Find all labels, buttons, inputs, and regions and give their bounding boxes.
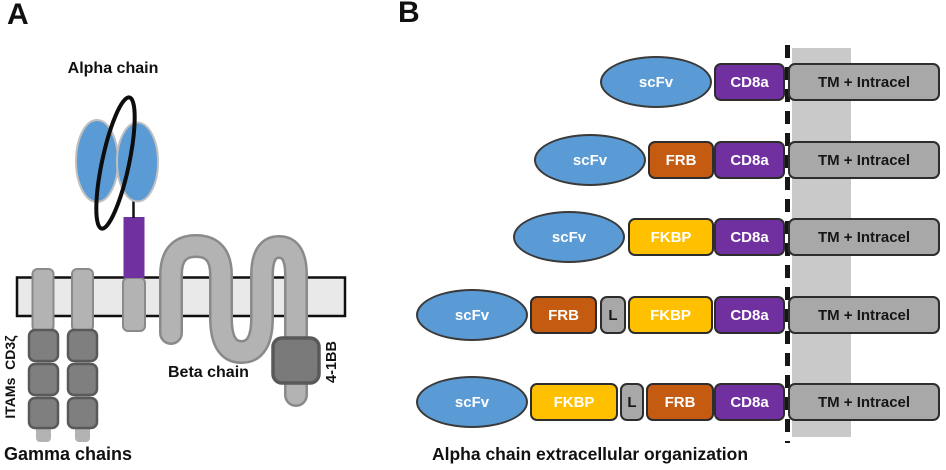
panel-b-label: B — [398, 0, 420, 29]
frb-block: FRB — [530, 296, 597, 334]
tm-intracel-block: TM + Intracel — [788, 141, 940, 179]
fkbp-block: FKBP — [628, 218, 714, 256]
itams-cd3z-label: ITAMs CD3ζ — [2, 335, 18, 419]
alpha-chain-label: Alpha chain — [67, 60, 159, 77]
itam-box — [66, 396, 99, 430]
itam-box — [27, 328, 60, 363]
scfv-ellipse: scFv — [416, 289, 528, 341]
itam-box — [66, 328, 99, 363]
panel-a-diagram — [15, 95, 347, 442]
frb-block: FRB — [646, 383, 714, 421]
alpha-chain-loop — [94, 95, 137, 231]
cd8a-block: CD8a — [714, 296, 785, 334]
scfv-ellipse: scFv — [513, 211, 625, 263]
4-1bb-label: 4-1BB — [324, 341, 340, 383]
beta-chain-label: Beta chain — [168, 364, 249, 381]
tm-intracel-block: TM + Intracel — [788, 218, 940, 256]
cd8a-block: CD8a — [714, 63, 785, 101]
panel-b-caption: Alpha chain extracellular organization — [431, 444, 749, 464]
scfv-ellipse: scFv — [534, 134, 646, 186]
co-stim-4-1bb-box — [271, 336, 321, 385]
fkbp-block: FKBP — [628, 296, 713, 334]
cd8a-block: CD8a — [714, 218, 785, 256]
cd8a-block: CD8a — [714, 141, 785, 179]
fkbp-block: FKBP — [530, 383, 618, 421]
linker-block: L — [600, 296, 626, 334]
alpha-stalk-purple — [123, 217, 145, 278]
frb-block: FRB — [648, 141, 714, 179]
panel-a-label: A — [7, 0, 29, 31]
alpha-tm-segment — [122, 277, 146, 332]
beta-chain-path — [161, 236, 306, 405]
itam-box — [66, 362, 99, 397]
itam-box — [27, 396, 60, 430]
scfv-ellipse: scFv — [600, 56, 712, 108]
gamma-chains-label: Gamma chains — [4, 444, 133, 464]
gamma-tm-segment-2 — [71, 268, 94, 332]
alpha-domain-ellipse-2 — [116, 121, 159, 203]
tm-intracel-block: TM + Intracel — [788, 63, 940, 101]
membrane-dashed-line — [785, 45, 790, 443]
linker-block: L — [620, 383, 644, 421]
itam-box — [27, 362, 60, 397]
tm-intracel-block: TM + Intracel — [788, 383, 940, 421]
cd8a-block: CD8a — [714, 383, 785, 421]
tm-intracel-block: TM + Intracel — [788, 296, 940, 334]
scfv-ellipse: scFv — [416, 376, 528, 428]
gamma-tm-segment-1 — [31, 268, 55, 332]
